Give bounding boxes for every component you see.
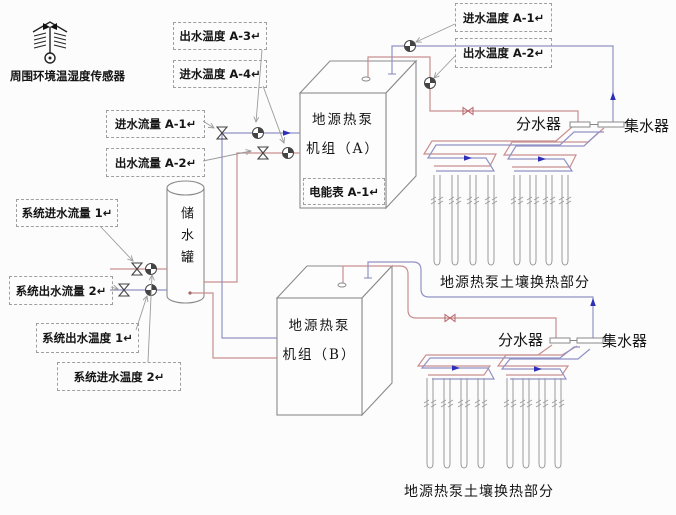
borehole-icon xyxy=(519,377,533,469)
borehole-icon xyxy=(457,377,471,469)
borehole-icon xyxy=(542,174,556,266)
sensor-meter-icon xyxy=(145,263,157,275)
unit-b-label-line2: 机组（B） xyxy=(282,347,357,363)
borehole-icon xyxy=(423,377,437,469)
heat-pump-unit-b xyxy=(275,264,394,417)
leader-arrows xyxy=(99,23,456,363)
collector-bar-upper xyxy=(597,121,625,128)
label-sys-out-temp-1: 系统出水温度 1↵ xyxy=(36,323,139,353)
collector-label-upper: 集水器 xyxy=(624,117,670,135)
borehole-field-upper xyxy=(430,174,572,266)
sensor-meter-icon xyxy=(404,40,416,52)
label-out-temp-a3: 出水温度 A-3↵ xyxy=(173,22,267,50)
borehole-icon xyxy=(510,174,524,266)
ambient-sensor-icon xyxy=(32,21,68,64)
label-energy-meter-a1: 电能表 A-1↵ xyxy=(303,178,385,205)
borehole-field-lower xyxy=(423,377,565,469)
distributor-label-lower: 分水器 xyxy=(498,331,544,349)
pipe-ports xyxy=(188,73,396,295)
unit-a-label-line2: 机组（A） xyxy=(306,141,380,157)
borehole-icon xyxy=(474,377,488,469)
tank-label: 储水罐 xyxy=(178,206,193,272)
collector-label-lower: 集水器 xyxy=(602,332,648,350)
unit-b-label-line1: 地源热泵 xyxy=(288,318,351,334)
label-sys-out-flow-2: 系统出水流量 2↵ xyxy=(9,276,113,305)
collector-bar-lower xyxy=(576,337,604,344)
distributor-label-upper: 分水器 xyxy=(516,115,562,133)
storage-tank xyxy=(166,180,205,304)
borehole-icon xyxy=(448,174,462,266)
ground-field-label-upper: 地源热泵土壤换热部分 xyxy=(440,275,590,291)
label-in-temp-a4: 进水温度 A-4↵ xyxy=(173,60,267,88)
borehole-icon xyxy=(484,174,498,266)
label-in-flow-a1: 进水流量 A-1↵ xyxy=(106,110,205,138)
unit-a-label: 地源热泵 机组（A） xyxy=(302,106,384,164)
borehole-icon xyxy=(466,174,480,266)
unit-a-label-line1: 地源热泵 xyxy=(312,112,374,128)
sensor-meter-icon xyxy=(252,127,264,139)
label-out-temp-a2: 出水温度 A-2↵ xyxy=(455,38,552,68)
flow-arrow-icon xyxy=(590,298,596,306)
flow-arrow-icon xyxy=(610,92,616,100)
label-sys-in-temp-2: 系统进水温度 2↵ xyxy=(57,362,181,391)
heat-pump-unit-a xyxy=(298,59,418,210)
borehole-icon xyxy=(440,377,454,469)
red-pipes xyxy=(110,56,605,376)
borehole-icon xyxy=(535,377,549,469)
label-out-flow-a2: 出水流量 A-2↵ xyxy=(106,148,205,177)
label-sys-in-flow-1: 系统进水流量 1↵ xyxy=(16,199,118,227)
borehole-icon xyxy=(503,377,517,469)
flow-arrow-icon xyxy=(538,156,546,162)
distributor-bar-lower xyxy=(549,337,571,344)
borehole-icon xyxy=(558,174,572,266)
distributor-bar-upper xyxy=(569,121,591,128)
borehole-icon xyxy=(551,377,565,469)
flow-arrow-icon xyxy=(534,366,542,372)
sensor-meter-icon xyxy=(282,147,294,159)
ambient-sensor-label: 周围环境温湿度传感器 xyxy=(10,69,125,83)
manifolds xyxy=(549,121,625,344)
label-in-temp-a1: 进水温度 A-1↵ xyxy=(455,3,552,32)
flow-arrow-icon xyxy=(464,155,472,161)
ground-field-label-lower: 地源热泵土壤换热部分 xyxy=(404,484,554,500)
flow-arrow-icon xyxy=(283,130,291,136)
blue-pipes xyxy=(110,45,614,380)
unit-b-label: 地源热泵 机组（B） xyxy=(279,312,360,370)
sensor-meter-icon xyxy=(424,77,436,89)
borehole-icon xyxy=(430,174,444,266)
borehole-icon xyxy=(526,174,540,266)
